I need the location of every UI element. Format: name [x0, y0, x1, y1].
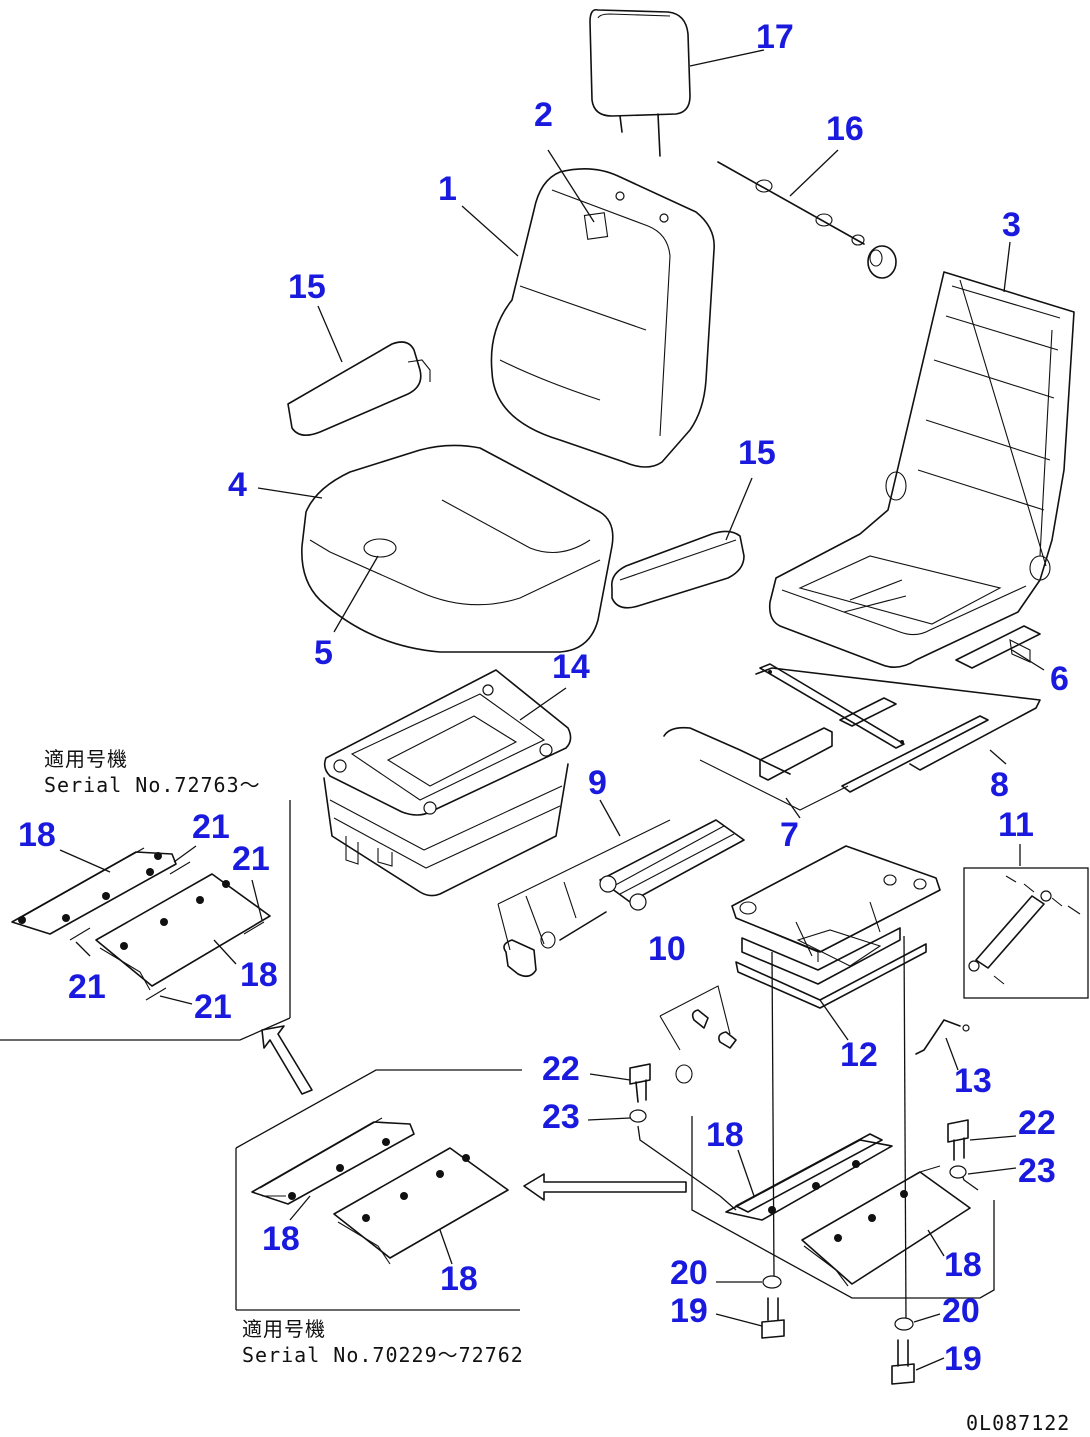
callout-12: 12 — [840, 1036, 878, 1074]
callout-labels: 17 2 16 1 3 15 15 4 5 6 14 8 9 7 11 10 1… — [18, 18, 1069, 1378]
callout-15-right: 15 — [738, 434, 776, 472]
drawing-code: 0L087122 — [966, 1411, 1070, 1435]
arrow-up-icon — [261, 1025, 313, 1095]
part-15-armrest-right — [610, 530, 745, 609]
part-19-bolt-a — [761, 1297, 785, 1339]
callout-21-c: 21 — [68, 968, 106, 1006]
callout-14: 14 — [552, 648, 590, 686]
part-18-upper-rail-b — [95, 873, 271, 991]
part-15-armrest-left — [287, 341, 431, 436]
callout-5: 5 — [314, 634, 333, 672]
part-11-shock-absorber — [963, 867, 1089, 999]
part-18-mount-rail-b — [801, 1165, 971, 1287]
part-23-washer-a — [629, 1109, 647, 1123]
part-13-clip — [915, 1019, 970, 1055]
reference-lines — [637, 935, 995, 1321]
part-5-cushion-cap — [363, 538, 397, 558]
callout-21-b: 21 — [232, 840, 270, 878]
callout-18-main-b: 18 — [944, 1246, 982, 1284]
callout-23-right: 23 — [1018, 1152, 1056, 1190]
part-7-slide-handle — [663, 726, 849, 811]
leader-lines — [59, 49, 1045, 1371]
callout-18-upper-a: 18 — [18, 816, 56, 854]
callout-20-right: 20 — [942, 1292, 980, 1330]
part-18-alt-rail-b — [333, 1147, 509, 1265]
part-22-bolt-b — [947, 1119, 969, 1161]
part-23-washer-b — [949, 1165, 967, 1179]
callout-20-left: 20 — [670, 1254, 708, 1292]
callout-19-left: 19 — [670, 1292, 708, 1330]
callout-19-right: 19 — [944, 1340, 982, 1378]
upper-applicable-label: 適用号機 — [44, 747, 128, 771]
callout-22-right: 22 — [1018, 1104, 1056, 1142]
callout-2: 2 — [534, 96, 553, 134]
callout-3: 3 — [1002, 206, 1021, 244]
arrow-left-icon — [523, 1173, 687, 1201]
part-10-clips — [659, 985, 737, 1084]
callout-13: 13 — [954, 1062, 992, 1100]
callout-9: 9 — [588, 764, 607, 802]
part-8-slide-rail — [755, 663, 1041, 793]
callout-11: 11 — [998, 806, 1034, 844]
callout-18-lower-a: 18 — [262, 1220, 300, 1258]
callout-18-main-a: 18 — [706, 1116, 744, 1154]
callout-16: 16 — [826, 110, 864, 148]
part-6-bracket — [955, 625, 1041, 669]
lower-alternate-frame — [235, 1069, 522, 1311]
part-20-washer-a — [762, 1275, 782, 1289]
callout-7: 7 — [780, 816, 799, 854]
callout-21-a: 21 — [192, 808, 230, 846]
part-21-shims — [69, 861, 265, 1001]
part-19-bolt-b — [891, 1339, 915, 1385]
part-12-suspension — [731, 845, 941, 1009]
callout-18-lower-b: 18 — [440, 1260, 478, 1298]
callout-4: 4 — [228, 466, 247, 504]
callout-17: 17 — [756, 18, 794, 56]
callout-18-upper-b: 18 — [240, 956, 278, 994]
part-18-upper-rail-a — [11, 847, 177, 935]
part-14-suspension-cover — [323, 669, 572, 897]
part-4-seat-cushion — [301, 444, 614, 653]
callout-15-left: 15 — [288, 268, 326, 306]
callout-21-d: 21 — [194, 988, 232, 1026]
part-3-seat-frame — [768, 271, 1075, 668]
part-9-adjust-lever — [497, 819, 745, 978]
part-18-alt-rail-a — [251, 1117, 415, 1205]
part-1-seatback-cushion — [490, 168, 715, 468]
lower-applicable-label: 適用号機 — [242, 1317, 326, 1341]
callout-22-left: 22 — [542, 1050, 580, 1088]
part-20-washer-b — [894, 1317, 914, 1331]
upper-alternate-frame — [0, 800, 291, 1041]
upper-serial-label: Serial No.72763～ — [44, 773, 261, 797]
callout-8: 8 — [990, 766, 1009, 804]
callout-6: 6 — [1050, 660, 1069, 698]
lower-serial-label: Serial No.70229～72762 — [242, 1343, 524, 1367]
callout-1: 1 — [438, 170, 457, 208]
part-22-bolt-a — [629, 1063, 651, 1103]
serial-notes: 適用号機 Serial No.72763～ 適用号機 Serial No.702… — [44, 747, 1070, 1435]
callout-10: 10 — [648, 930, 686, 968]
part-16-lumbar-knob — [717, 161, 897, 279]
part-17-headrest — [589, 8, 691, 157]
callout-23-left: 23 — [542, 1098, 580, 1136]
part-18-mount-rail-a — [725, 1133, 893, 1221]
